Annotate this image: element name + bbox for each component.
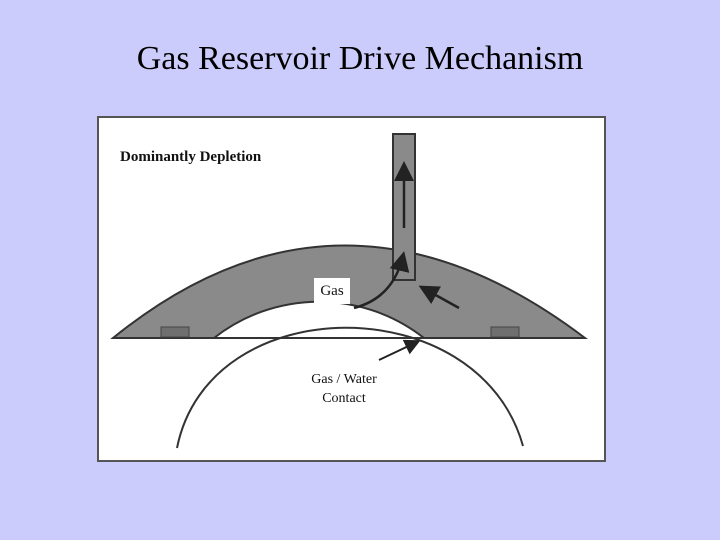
water-contact-arch bbox=[176, 326, 524, 449]
reservoir-diagram: Dominantly Depletion Gas Gas / Water Con… bbox=[97, 116, 606, 462]
left-seal-marker bbox=[160, 326, 190, 338]
gas-flow-arrow bbox=[353, 251, 410, 310]
reservoir-cross-section bbox=[110, 133, 588, 449]
right-seal-marker bbox=[490, 326, 520, 338]
gas-water-contact-label: Gas / Water Contact bbox=[311, 372, 377, 406]
mechanism-label: Dominantly Depletion bbox=[120, 149, 262, 165]
contact-pointer-arrow bbox=[378, 339, 421, 361]
expansion-arrow bbox=[418, 285, 460, 310]
slide-title: Gas Reservoir Drive Mechanism bbox=[136, 40, 584, 77]
gas-label: Gas bbox=[314, 278, 350, 304]
